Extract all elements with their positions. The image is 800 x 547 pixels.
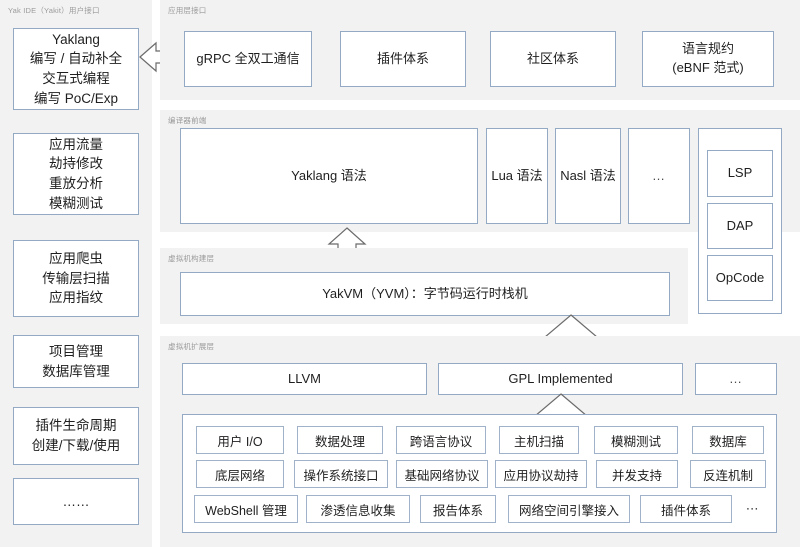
capability-chip-report-system[interactable]: 报告体系 (420, 495, 496, 523)
capability-chip-cyberspace-engine[interactable]: 网络空间引擎接入 (508, 495, 630, 523)
ide-box-project-db[interactable]: 项目管理 数据库管理 (13, 335, 139, 388)
panel-label-yak-ide: Yak IDE（Yakit）用户接口 (8, 6, 100, 15)
capability-chip-reverse-connection[interactable]: 反连机制 (690, 460, 766, 488)
ide-box-more[interactable]: …… (13, 478, 139, 525)
capability-chip-host-scan[interactable]: 主机扫描 (499, 426, 579, 454)
capability-chip-low-level-network[interactable]: 底层网络 (196, 460, 284, 488)
ide-box-plugin-lifecycle[interactable]: 插件生命周期 创建/下载/使用 (13, 407, 139, 465)
capability-chip-app-protocol-hijack[interactable]: 应用协议劫持 (495, 460, 587, 488)
capability-chip-cross-language-protocol[interactable]: 跨语言协议 (396, 426, 486, 454)
capability-chip-basic-network-protocol[interactable]: 基础网络协议 (396, 460, 488, 488)
capability-chip-os-interface[interactable]: 操作系统接口 (294, 460, 388, 488)
ide-box-yaklang[interactable]: Yaklang 编写 / 自动补全 交互式编程 编写 PoC/Exp (13, 28, 139, 110)
app-box-plugin-system[interactable]: 插件体系 (340, 31, 466, 87)
capability-chip-database[interactable]: 数据库 (692, 426, 764, 454)
frontend-box-nasl-syntax[interactable]: Nasl 语法 (555, 128, 621, 224)
frontend-box-lua-syntax[interactable]: Lua 语法 (486, 128, 548, 224)
app-box-language-spec[interactable]: 语言规约 (eBNF 范式) (642, 31, 774, 87)
vmext-box-more[interactable]: … (695, 363, 777, 395)
app-box-grpc[interactable]: gRPC 全双工通信 (184, 31, 312, 87)
capability-chip-pentest-info-gathering[interactable]: 渗透信息收集 (306, 495, 410, 523)
app-box-community-system[interactable]: 社区体系 (490, 31, 616, 87)
panel-label-vm-layer: 虚拟机构建层 (168, 254, 215, 263)
service-box-opcode[interactable]: OpCode (707, 255, 773, 301)
vmext-box-llvm[interactable]: LLVM (182, 363, 427, 395)
panel-label-app-layer: 应用层接口 (168, 6, 207, 15)
vm-box-yakvm[interactable]: YakVM（YVM）：字节码运行时栈机 (180, 272, 670, 316)
panel-label-compiler-frontend: 编译器前端 (168, 116, 207, 125)
panel-label-vm-ext-layer: 虚拟机扩展层 (168, 342, 215, 351)
ide-box-traffic[interactable]: 应用流量 劫持修改 重放分析 模糊测试 (13, 133, 139, 215)
service-box-dap[interactable]: DAP (707, 203, 773, 249)
vmext-more-ellipsis: … (729, 370, 743, 386)
capability-chip-data-processing[interactable]: 数据处理 (297, 426, 383, 454)
capability-row3-more-ellipsis: ⋯ (745, 501, 761, 516)
frontend-more-ellipsis: … (652, 167, 666, 183)
service-box-lsp[interactable]: LSP (707, 150, 773, 197)
capability-chip-plugin-system[interactable]: 插件体系 (640, 495, 732, 523)
ide-box-crawler[interactable]: 应用爬虫 传输层扫描 应用指纹 (13, 240, 139, 317)
vmext-box-gpl-implemented[interactable]: GPL Implemented (438, 363, 683, 395)
frontend-box-more[interactable]: … (628, 128, 690, 224)
capability-chip-fuzz-test[interactable]: 模糊测试 (594, 426, 678, 454)
capability-chip-user-io[interactable]: 用户 I/O (196, 426, 284, 454)
capability-chip-concurrency-support[interactable]: 并发支持 (596, 460, 678, 488)
capability-chip-webshell-management[interactable]: WebShell 管理 (194, 495, 298, 523)
frontend-box-yaklang-syntax[interactable]: Yaklang 语法 (180, 128, 478, 224)
